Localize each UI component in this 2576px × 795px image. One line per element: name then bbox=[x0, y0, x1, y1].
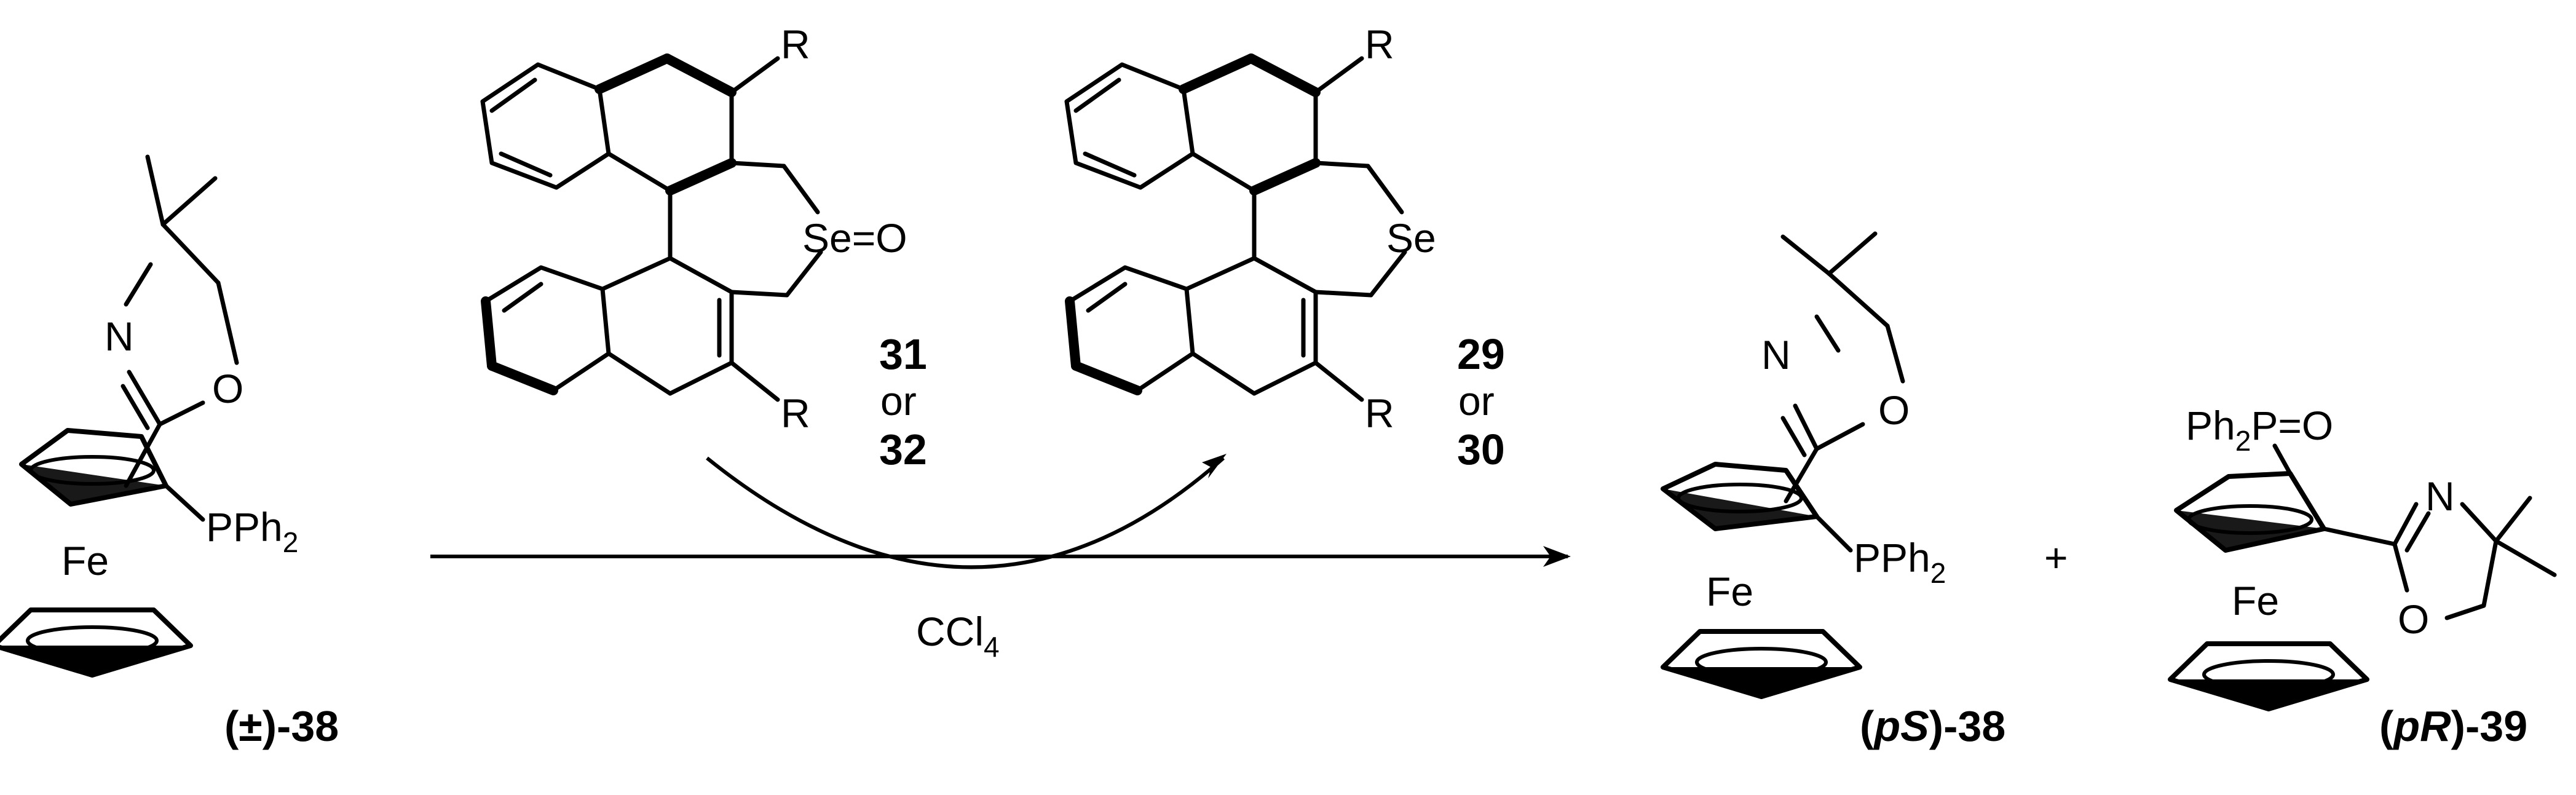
selenide-r-top: R bbox=[1365, 22, 1394, 67]
product-s-atom-n: N bbox=[1761, 332, 1791, 378]
selenide-se: Se bbox=[1386, 215, 1436, 261]
product-r-cp-ring-bottom bbox=[2170, 644, 2367, 709]
selenide-label-or: or bbox=[1458, 378, 1495, 424]
selenoxide-r-bottom: R bbox=[781, 390, 810, 436]
cyclopentadienyl-ring-bottom bbox=[0, 610, 191, 675]
product-r-cp-ring-top bbox=[2174, 471, 2326, 553]
compound-product-s-38: N O PPh2 Fe (pS)-38 bbox=[1661, 231, 2005, 750]
selenoxide-r-top: R bbox=[781, 22, 810, 67]
compound-selenide: Se R R 29 or 30 bbox=[1064, 22, 1505, 473]
selenoxide-label-or: or bbox=[880, 378, 917, 424]
selenide-r-bottom: R bbox=[1365, 390, 1394, 436]
product-r-atom-o: O bbox=[2398, 596, 2429, 642]
product-r-atom-fe: Fe bbox=[2232, 578, 2279, 623]
atom-o: O bbox=[212, 366, 243, 411]
selenoxide-se: Se=O bbox=[802, 215, 907, 261]
product-r-atom-n: N bbox=[2425, 473, 2455, 519]
compound-label-start: (±)-38 bbox=[224, 702, 339, 750]
reaction-arrow bbox=[430, 546, 1571, 567]
product-s-atom-fe: Fe bbox=[1706, 569, 1753, 614]
product-r-atom-ph2: Ph2P=O bbox=[2186, 403, 2333, 457]
atom-fe: Fe bbox=[61, 538, 109, 583]
compound-product-r-39: Ph2P=O N O Fe (pR)-39 bbox=[2170, 403, 2557, 750]
compound-selenoxide: Se=O R R 31 or 32 bbox=[480, 22, 927, 473]
product-s-atom-pph2: PPh2 bbox=[1854, 535, 1946, 589]
compound-label-product-r: (pR)-39 bbox=[2379, 702, 2527, 750]
product-s-cp-ring-bottom bbox=[1663, 631, 1860, 697]
selenide-label-bottom: 30 bbox=[1457, 425, 1505, 473]
compound-start-38: N O PPh2 Fe (±)-38 bbox=[0, 154, 339, 750]
reagent-label: CCl4 bbox=[916, 609, 1000, 663]
oxazoline-ring bbox=[121, 154, 239, 488]
product-s-atom-o: O bbox=[1878, 387, 1910, 433]
selenoxide-label-bottom: 32 bbox=[879, 425, 927, 473]
plus-sign: + bbox=[2044, 535, 2068, 580]
atom-pph2: PPh2 bbox=[206, 504, 298, 558]
selenide-label-top: 29 bbox=[1457, 330, 1505, 378]
atom-n: N bbox=[105, 314, 134, 359]
cyclopentadienyl-ring-top bbox=[19, 428, 168, 507]
product-s-cp-ring-top bbox=[1661, 462, 1819, 531]
selenoxide-label-top: 31 bbox=[879, 330, 927, 378]
compound-label-product-s: (pS)-38 bbox=[1860, 702, 2005, 750]
catalyst-cycle-arrow bbox=[706, 454, 1227, 569]
